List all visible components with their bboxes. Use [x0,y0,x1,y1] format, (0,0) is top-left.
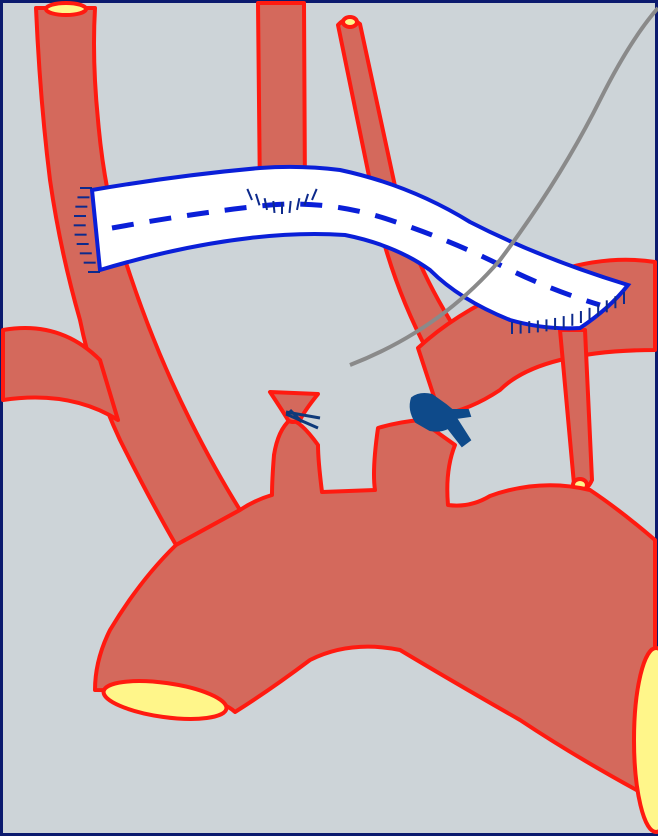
brachiocephalic-lumen [46,3,86,15]
suture-stitch [290,201,291,213]
right-branch-lumen [343,17,357,27]
suture-stitch [273,201,274,213]
